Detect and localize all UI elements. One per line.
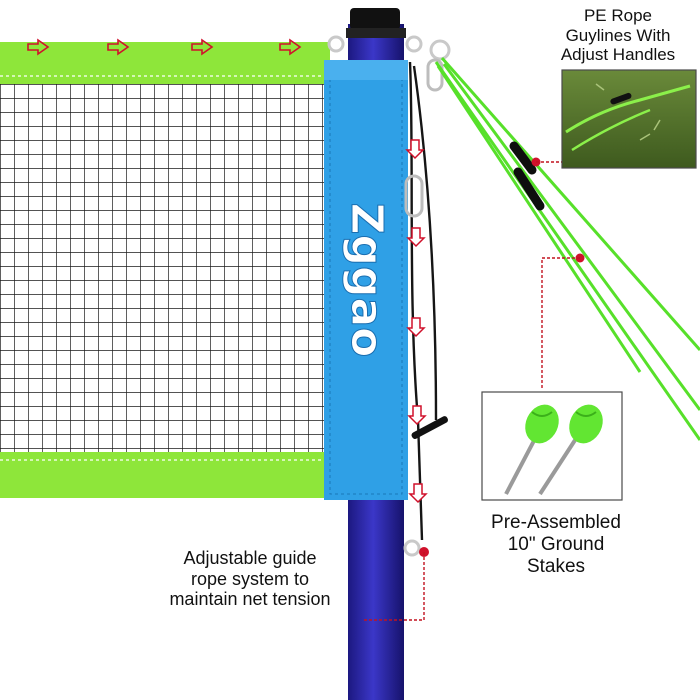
- callout-line: 10" Ground: [507, 533, 605, 555]
- stakes-inset: [481, 391, 623, 501]
- net-mesh: [0, 82, 330, 454]
- guide-rope: [408, 61, 438, 541]
- guide-rope-callout: Adjustable guide rope system to maintain…: [140, 548, 360, 610]
- callout-line: Stakes: [526, 555, 586, 577]
- carabiner-icon: [404, 58, 444, 218]
- guyline-handles: [509, 141, 545, 211]
- callout-line: Pre-Assembled: [491, 512, 621, 533]
- guyline-inset: [561, 69, 697, 169]
- callout-line: Adjust Handles: [560, 45, 676, 65]
- rope-tensioner: [411, 416, 449, 439]
- net-sleeve: [324, 60, 408, 500]
- callout-line: Adjustable guide: [183, 548, 317, 568]
- guylines: [434, 57, 700, 441]
- guylines-callout: PE Rope Guylines With Adjust Handles: [540, 6, 696, 65]
- guide-arrows: [405, 139, 428, 504]
- callout-line: PE Rope: [583, 6, 653, 25]
- net-top-border: [0, 38, 330, 84]
- svg-text:Zggao: Zggao: [341, 203, 392, 358]
- arrow-icon: [27, 38, 302, 56]
- stake-icon: [504, 404, 603, 496]
- callout-line: maintain net tension: [169, 589, 331, 610]
- top-hooks: [327, 35, 451, 61]
- brand-logo: Zggao: [341, 202, 393, 358]
- bottom-shackle: [403, 539, 421, 557]
- callout-line: Guylines With: [565, 25, 671, 45]
- net-bottom-border: [0, 452, 330, 498]
- callout-line: rope system to: [190, 568, 310, 589]
- stakes-callout: Pre-Assembled 10" Ground Stakes: [466, 512, 646, 578]
